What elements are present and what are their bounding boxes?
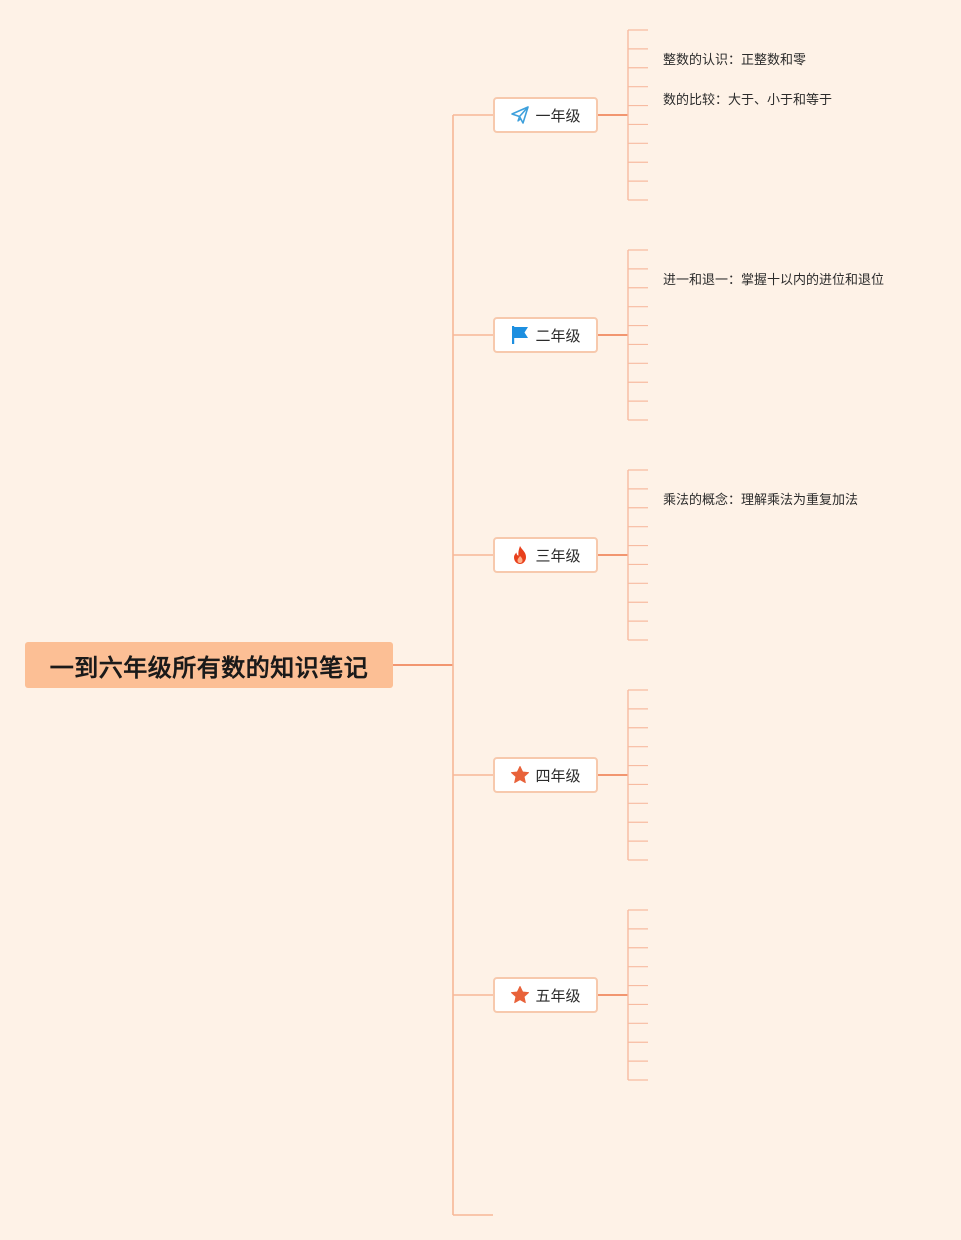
- note-1-integers[interactable]: 整数的认识：正整数和零: [663, 53, 807, 68]
- note-3-multiplication[interactable]: 乘法的概念：理解乘法为重复加法: [663, 493, 859, 508]
- flag-icon: [510, 325, 530, 345]
- star-icon: [510, 765, 530, 785]
- grade-label-1: 一年级: [535, 106, 581, 125]
- note-1-comparison[interactable]: 数的比较：大于、小于和等于: [663, 93, 833, 108]
- root-topic[interactable]: 一到六年级所有数的知识笔记: [25, 642, 393, 688]
- grade-node-2[interactable]: 二年级: [493, 317, 598, 353]
- note-2-carry-borrow[interactable]: 进一和退一：掌握十以内的进位和退位: [663, 273, 885, 288]
- grade-node-1[interactable]: 一年级: [493, 97, 598, 133]
- grade-label-2: 二年级: [535, 326, 581, 345]
- grade-node-3[interactable]: 三年级: [493, 537, 598, 573]
- star-icon: [510, 985, 530, 1005]
- grade-label-5: 五年级: [535, 986, 581, 1005]
- grade-node-4[interactable]: 四年级: [493, 757, 598, 793]
- grade-label-3: 三年级: [535, 546, 581, 565]
- grade-label-4: 四年级: [535, 766, 581, 785]
- fire-icon: [510, 545, 530, 565]
- root-topic-label: 一到六年级所有数的知识笔记: [49, 653, 369, 682]
- paper-plane-icon: [510, 105, 530, 125]
- grade-node-5[interactable]: 五年级: [493, 977, 598, 1013]
